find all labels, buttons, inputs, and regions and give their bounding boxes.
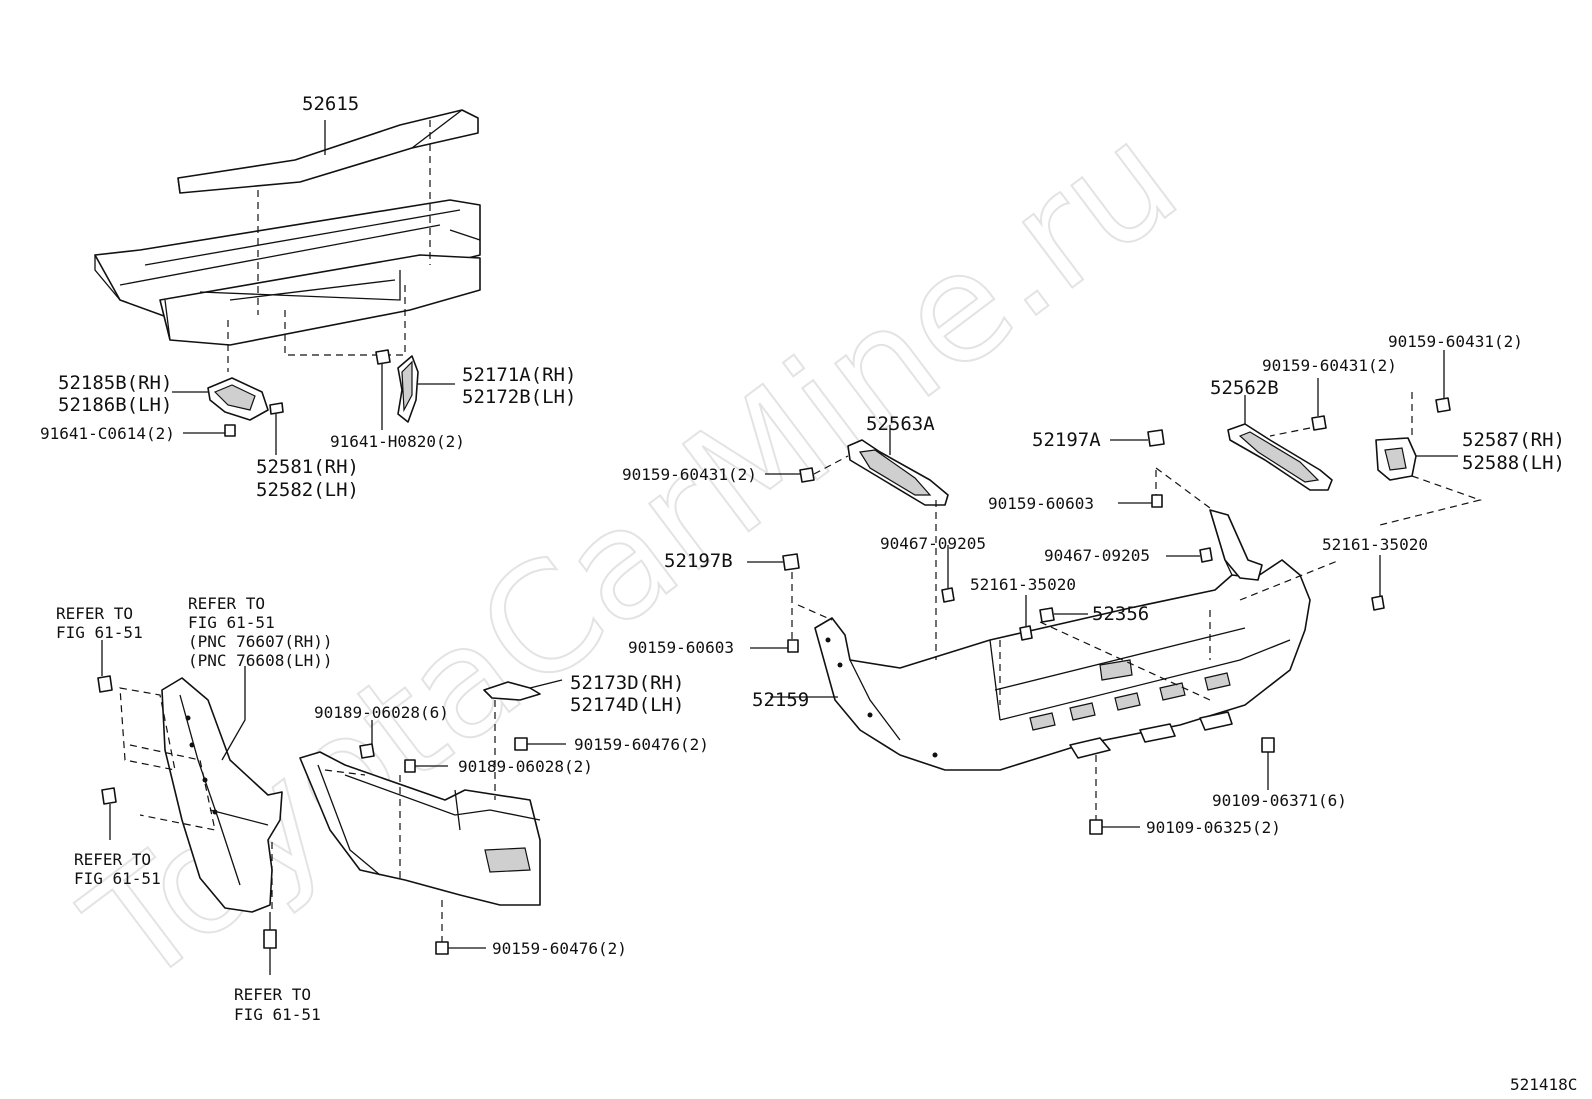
bracket-52185b (207, 377, 269, 421)
label-refer-c-3: (PNC 76607(RH)) (188, 632, 333, 651)
label-90159-60431-left: 90159-60431(2) (622, 465, 757, 484)
clip-90189-06028-2 (404, 759, 416, 773)
bolt-90159-60431-right (1435, 397, 1451, 413)
bracket-52171a (397, 355, 419, 423)
label-90159-60431-mid: 90159-60431(2) (1262, 356, 1397, 375)
label-90109-06325: 90109-06325(2) (1146, 818, 1281, 837)
label-52161-35020-right: 52161-35020 (1322, 535, 1428, 554)
retainer-52562b (1227, 423, 1333, 491)
label-52185b: 52185B(RH) (58, 372, 172, 394)
label-refer-ml-2: FIG 61-51 (74, 869, 161, 888)
bracket-52587 (1375, 437, 1417, 481)
bolt-refer-mid (101, 787, 117, 805)
clip-52197b (782, 553, 800, 571)
label-52582: 52582(LH) (256, 479, 359, 501)
label-52581: 52581(RH) (256, 456, 359, 478)
label-52174d: 52174D(LH) (570, 694, 684, 716)
rear-frame-crossmember (94, 199, 481, 346)
bolt-90159-60603-right (1151, 494, 1163, 508)
label-90189-06028-2: 90189-06028(2) (458, 757, 593, 776)
label-90467-09205-left: 90467-09205 (880, 534, 986, 553)
label-52159: 52159 (752, 689, 809, 711)
clip-90467-09205-left (941, 587, 955, 603)
label-52197a: 52197A (1032, 429, 1101, 451)
label-refer-c-4: (PNC 76608(LH)) (188, 651, 333, 670)
bolt-52161-35020-right (1371, 595, 1385, 611)
label-52173d: 52173D(RH) (570, 672, 684, 694)
bolt-refer-bottom (263, 912, 277, 949)
bolt-refer-top (97, 675, 113, 693)
nut-52356 (1039, 607, 1055, 623)
bolt-91641-h0820 (375, 349, 391, 365)
bolt-52161-35020-left (1019, 625, 1033, 641)
label-refer-b-1: REFER TO (234, 985, 311, 1004)
label-refer-c-2: FIG 61-51 (188, 613, 275, 632)
reinforcement-52615 (177, 109, 479, 194)
label-90159-60603-right: 90159-60603 (988, 494, 1094, 513)
bolt-90159-60431-left (799, 467, 815, 483)
label-90109-06371: 90109-06371(6) (1212, 791, 1347, 810)
screw-90109-06325 (1089, 819, 1103, 835)
spacer-52581 (269, 402, 284, 415)
mudguard-left (161, 677, 283, 913)
bolt-90159-60431-mid (1311, 415, 1327, 431)
figure-code: 521418C (1510, 1075, 1577, 1094)
label-90159-60476-b: 90159-60476(2) (492, 939, 627, 958)
bolt-90159-60476-upper (514, 737, 528, 751)
label-52587: 52587(RH) (1462, 429, 1565, 451)
bolt-91641-c0614 (224, 424, 236, 437)
rear-bumper-cover-partial (299, 751, 541, 906)
clip-52197a (1147, 429, 1165, 447)
label-90159-60476-a: 90159-60476(2) (574, 735, 709, 754)
label-52171a: 52171A(RH) (462, 364, 576, 386)
bolt-90159-60603-left (787, 639, 799, 653)
label-52356: 52356 (1092, 603, 1149, 625)
label-91641-c0614: 91641-C0614(2) (40, 424, 175, 443)
rear-bumper-cover-52159 (814, 509, 1311, 771)
clip-90467-09205-right (1199, 547, 1213, 563)
label-52562b: 52562B (1210, 377, 1279, 399)
label-52172b: 52172B(LH) (462, 386, 576, 408)
label-91641-h0820: 91641-H0820(2) (330, 432, 465, 451)
label-52588: 52588(LH) (1462, 452, 1565, 474)
label-52615: 52615 (302, 93, 359, 115)
label-refer-c-1: REFER TO (188, 594, 265, 613)
bolt-90159-60476-lower (435, 941, 449, 955)
label-90189-06028-6: 90189-06028(6) (314, 703, 449, 722)
bracket-52173d (483, 681, 541, 701)
label-90159-60603-left: 90159-60603 (628, 638, 734, 657)
label-52563a: 52563A (866, 413, 935, 435)
label-refer-ml-1: REFER TO (74, 850, 151, 869)
label-refer-tl-2: FIG 61-51 (56, 623, 143, 642)
label-52186b: 52186B(LH) (58, 394, 172, 416)
retainer-52563a (847, 439, 949, 506)
screw-90109-06371 (1261, 737, 1275, 753)
label-52197b: 52197B (664, 550, 733, 572)
label-90467-09205-right: 90467-09205 (1044, 546, 1150, 565)
label-refer-tl-1: REFER TO (56, 604, 133, 623)
label-refer-b-2: FIG 61-51 (234, 1005, 321, 1024)
label-52161-35020-left: 52161-35020 (970, 575, 1076, 594)
label-90159-60431-right: 90159-60431(2) (1388, 332, 1523, 351)
clip-90189-06028-6 (359, 743, 375, 759)
